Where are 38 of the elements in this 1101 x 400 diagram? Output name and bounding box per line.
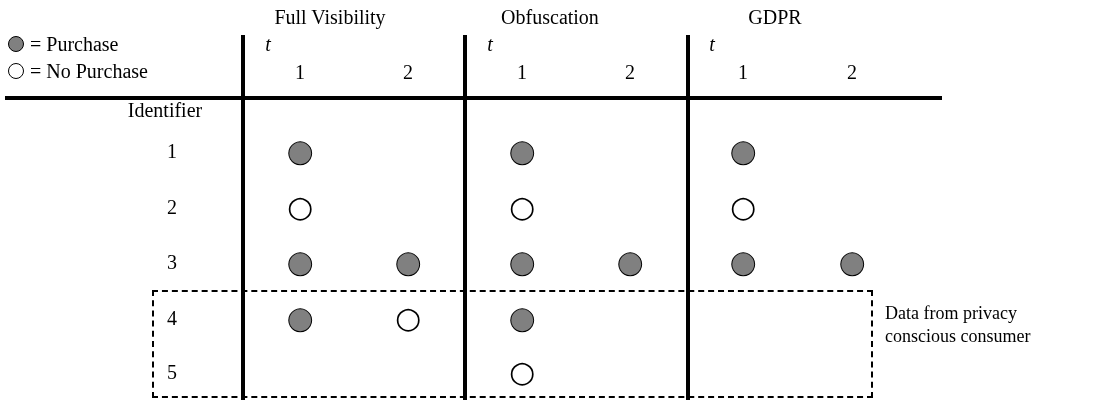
time-label: t (265, 34, 271, 54)
period-number: 2 (403, 62, 413, 82)
column-header: GDPR (748, 7, 802, 27)
no-purchase-dot: ○ (508, 192, 536, 222)
row-number: 2 (167, 197, 177, 217)
annotation-text: Data from privacy conscious consumer (885, 302, 1032, 349)
period-number: 1 (517, 62, 527, 82)
purchase-dot: ● (838, 247, 866, 277)
purchase-dot: ● (508, 136, 536, 166)
purchase-dot: ● (729, 136, 757, 166)
no-purchase-dot: ○ (394, 303, 422, 333)
period-number: 2 (847, 62, 857, 82)
purchase-dot: ● (286, 247, 314, 277)
column-header: Full Visibility (274, 7, 386, 27)
time-label: t (487, 34, 493, 54)
purchase-dot: ● (286, 303, 314, 333)
purchase-dot: ● (508, 247, 536, 277)
time-label: t (709, 34, 715, 54)
row-number: 3 (167, 252, 177, 272)
purchase-dot: ● (286, 136, 314, 166)
dashed-highlight-box (152, 290, 873, 398)
period-number: 1 (295, 62, 305, 82)
row-number: 5 (167, 362, 177, 382)
period-number: 1 (738, 62, 748, 82)
row-header: Identifier (127, 100, 203, 120)
purchase-dot: ● (394, 247, 422, 277)
legend-text: = No Purchase (30, 61, 148, 81)
no-purchase-dot: ○ (286, 192, 314, 222)
column-header: Obfuscation (501, 7, 599, 27)
row-number: 4 (167, 308, 177, 328)
row-number: 1 (167, 141, 177, 161)
legend-text: = Purchase (30, 34, 119, 54)
no-purchase-dot: ○ (729, 192, 757, 222)
purchase-dot: ● (508, 303, 536, 333)
period-number: 2 (625, 62, 635, 82)
purchase-dot: ● (616, 247, 644, 277)
purchase-dot: ● (729, 247, 757, 277)
no-purchase-dot: ○ (508, 357, 536, 387)
